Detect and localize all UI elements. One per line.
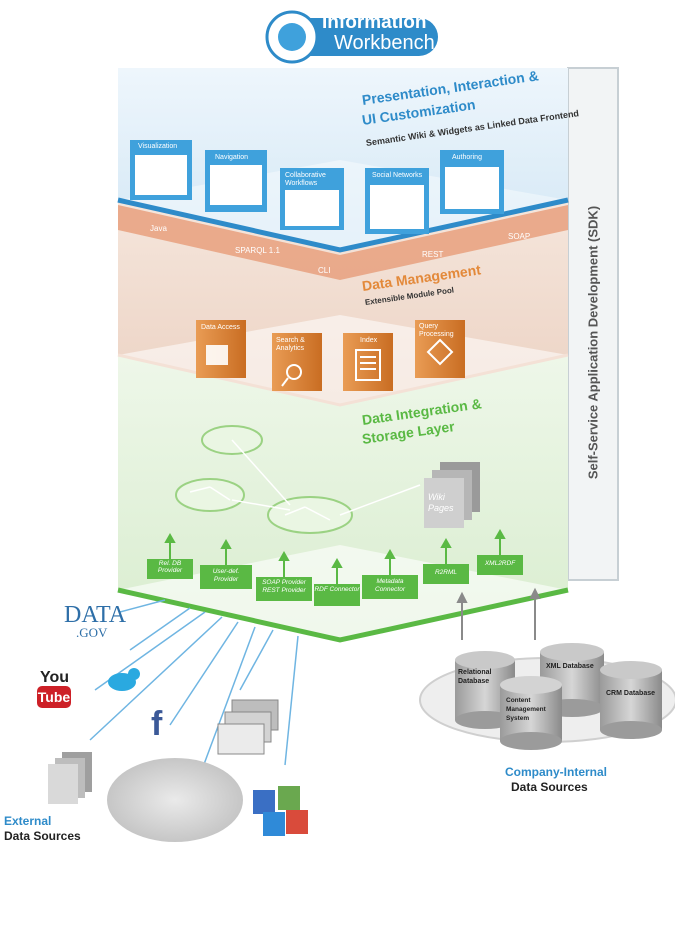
provider-arrows — [164, 528, 506, 584]
external-label-line2: Data Sources — [4, 829, 81, 843]
provider-rel-db: Rel. DB Provider — [157, 560, 183, 574]
panel-visualization: Visualization — [138, 143, 178, 150]
provider-boxes — [147, 555, 523, 606]
internal-label-line2: Data Sources — [511, 780, 588, 794]
db-xml: XML Database — [546, 663, 594, 670]
protocol-rest: REST — [422, 250, 444, 259]
document-stack-icon — [48, 752, 92, 804]
panel-navigation: Navigation — [215, 154, 249, 161]
facebook-logo: f — [151, 705, 163, 743]
datagov-logo-line1: DATA — [64, 602, 127, 628]
provider-xml2rdf: XML2RDF — [484, 560, 516, 567]
logo-network-icon — [278, 23, 306, 51]
database-icons — [455, 643, 662, 750]
youtube-logo-line2: Tube — [37, 686, 71, 708]
module-search-analytics: Search & Analytics — [276, 337, 305, 352]
logo-title-line1: Information — [322, 12, 427, 33]
protocol-bar — [118, 205, 568, 280]
protocol-soap: SOAP — [508, 232, 531, 241]
wiki-pages-label: Wiki Pages — [428, 492, 454, 513]
window-stack-icon — [217, 699, 279, 755]
external-label-line1: External — [4, 814, 52, 828]
db-relational: Relational Database — [458, 669, 492, 685]
internal-arrows — [456, 587, 541, 640]
presentation-panels — [130, 140, 504, 234]
protocol-cli: CLI — [318, 266, 331, 275]
db-cms: Content Management System — [506, 697, 546, 722]
panel-authoring: Authoring — [452, 154, 482, 161]
provider-r2rml: R2RML — [434, 569, 458, 576]
logo — [265, 10, 438, 64]
document-icon — [206, 338, 454, 387]
provider-rdf-connector: RDF Connector — [314, 586, 360, 593]
social-graph-globe — [107, 758, 243, 842]
module-index: Index — [360, 337, 378, 344]
internal-label-line1: Company-Internal — [505, 765, 608, 779]
protocol-java: Java — [150, 224, 167, 233]
file-type-icons — [253, 786, 308, 836]
module-data-access: Data Access — [201, 324, 240, 331]
logo-title-line2: Workbench — [334, 32, 435, 54]
module-query-processing: Query Processing — [419, 323, 454, 338]
sdk-label: Self-Service Application Development (SD… — [585, 205, 601, 480]
magnifier-icon — [286, 364, 302, 380]
protocol-sparql: SPARQL 1.1 — [235, 246, 280, 255]
twitter-bird-icon — [108, 668, 140, 691]
provider-user-def: User-def. Provider — [212, 568, 240, 583]
provider-soap-rest: SOAP Provider REST Provider — [262, 579, 306, 594]
panel-social-networks: Social Networks — [372, 172, 423, 179]
datagov-logo-line2: .GOV — [76, 625, 108, 640]
wiki-pages-icon — [424, 462, 480, 528]
youtube-logo-line1: You — [40, 669, 70, 686]
panel-collaborative-workflows: Collaborative Workflows — [285, 172, 326, 187]
db-crm: CRM Database — [606, 690, 656, 697]
provider-metadata-connector: Metadata Connector — [375, 578, 405, 593]
